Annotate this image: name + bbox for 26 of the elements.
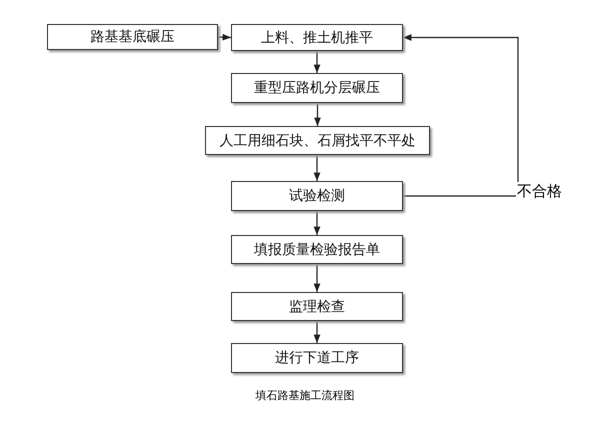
- step-text: 上料、推土机推平: [261, 28, 373, 46]
- step-text: 监理检查: [289, 298, 345, 316]
- step-text: 重型压路机分层碾压: [254, 79, 380, 97]
- arrow: [403, 34, 519, 197]
- arrow: [314, 211, 320, 235]
- process-box: [231, 235, 403, 264]
- process-box: [231, 24, 403, 51]
- step-text: 试验检测: [289, 187, 345, 205]
- step-text: 填报质量检验报告单: [254, 240, 380, 258]
- arrow: [314, 321, 320, 343]
- arrow: [314, 155, 320, 181]
- arrow: [314, 103, 321, 126]
- process-box: [47, 24, 218, 50]
- arrow: [314, 51, 320, 73]
- process-box: [231, 181, 403, 211]
- process-box: [231, 292, 403, 321]
- arrow: [314, 264, 320, 292]
- process-box: [205, 126, 430, 155]
- process-box: [231, 343, 403, 373]
- edge-label: 不合格: [516, 182, 563, 201]
- process-box: [231, 73, 403, 103]
- caption: 填石路基施工流程图: [254, 388, 356, 403]
- step-text: 人工用细石块、石屑找平不平处: [220, 132, 416, 150]
- step-text: 路基基底碾压: [90, 28, 174, 46]
- arrow: [218, 34, 232, 41]
- step-text: 进行下道工序: [275, 349, 359, 367]
